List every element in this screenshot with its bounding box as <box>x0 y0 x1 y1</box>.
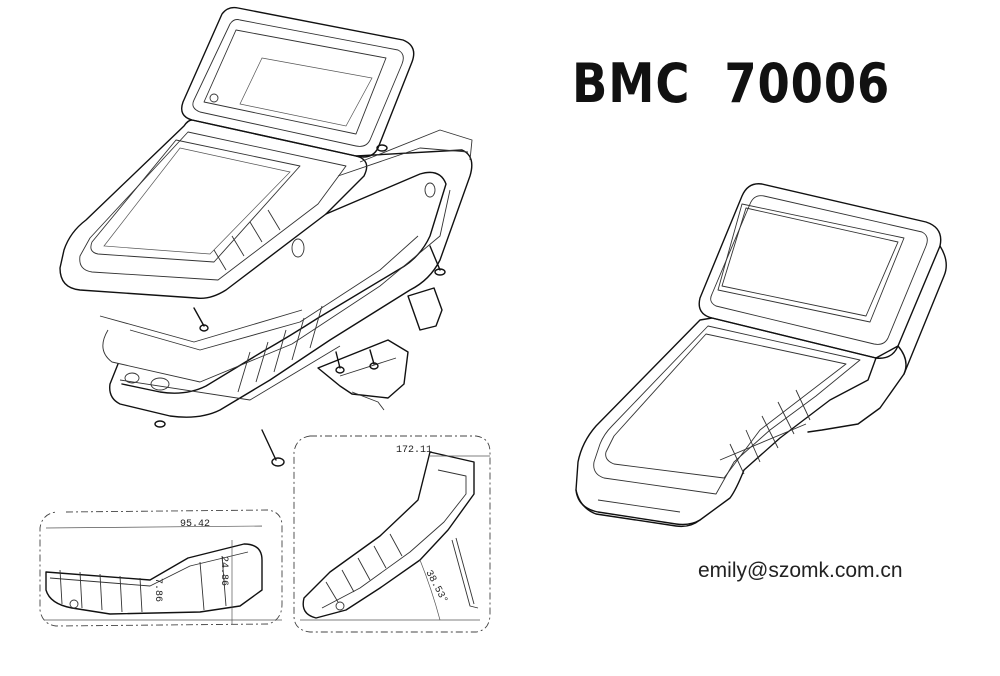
right-width-dimension: 172.11 <box>396 445 432 456</box>
model-title: BMC 70006 <box>572 52 891 115</box>
screw-icon <box>154 144 446 467</box>
left-height-dimension: 24.86 <box>218 556 229 586</box>
contact-email: emily@szomk.com.cn <box>698 559 903 582</box>
side-detail-right <box>293 435 491 633</box>
right-angle-dimension: 38.53° <box>422 568 450 605</box>
left-small-dimension: 7.86 <box>152 578 163 602</box>
side-detail-left <box>39 509 283 627</box>
exploded-assembly-view <box>59 6 473 467</box>
assembled-device-view <box>575 183 947 528</box>
left-width-dimension: 95.42 <box>180 519 210 530</box>
